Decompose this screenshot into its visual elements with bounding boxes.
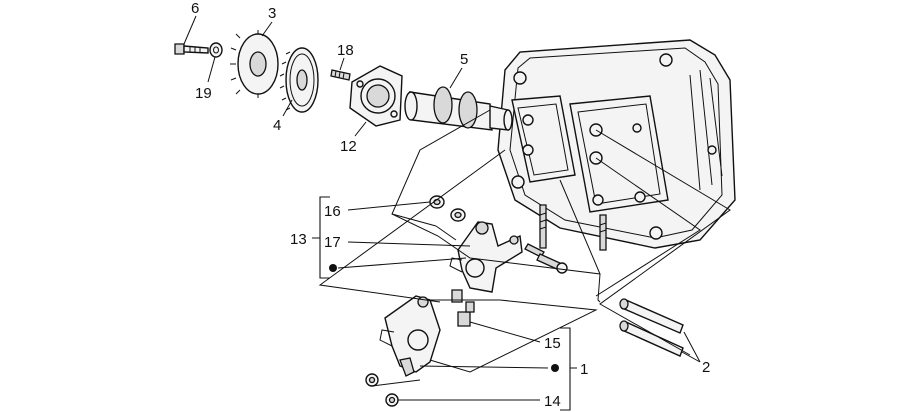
adjusting-screws-lower (451, 289, 475, 327)
drive-gear (230, 30, 279, 98)
bracket-1 (371, 327, 577, 411)
callout-17: 17 (324, 234, 341, 251)
callout-5: 5 (460, 51, 468, 68)
timing-sprocket (279, 47, 319, 113)
callout-18: 18 (337, 42, 354, 59)
callout-13: 13 (290, 231, 307, 248)
bracket-13 (312, 196, 467, 279)
callout-4: 4 (273, 117, 281, 134)
nuts-14 (365, 373, 399, 407)
callout-15: 15 (544, 335, 561, 352)
alignment-lines (318, 109, 731, 373)
small-bolt-18 (330, 69, 351, 81)
bolt-6 (174, 43, 209, 55)
callout-3: 3 (268, 5, 276, 22)
leader-lines (183, 15, 701, 363)
washer-19 (209, 42, 223, 58)
cylinder-head (497, 39, 736, 251)
callout-2: 2 (702, 359, 710, 376)
dot-13 (329, 264, 337, 272)
rocker-arm-upper (449, 221, 523, 293)
callout-19: 19 (195, 85, 212, 102)
nuts-16 (429, 195, 466, 222)
callout-16: 16 (324, 203, 341, 220)
adjusting-screws-upper (524, 243, 568, 274)
rocker-arm-lower (379, 295, 441, 377)
camshaft (404, 86, 513, 131)
dot-1 (551, 364, 559, 372)
callout-12: 12 (340, 138, 357, 155)
callout-1: 1 (580, 361, 588, 378)
push-rods (619, 298, 684, 357)
callout-14: 14 (544, 393, 561, 410)
callout-6: 6 (191, 0, 199, 17)
cam-cover-plate (349, 65, 403, 127)
